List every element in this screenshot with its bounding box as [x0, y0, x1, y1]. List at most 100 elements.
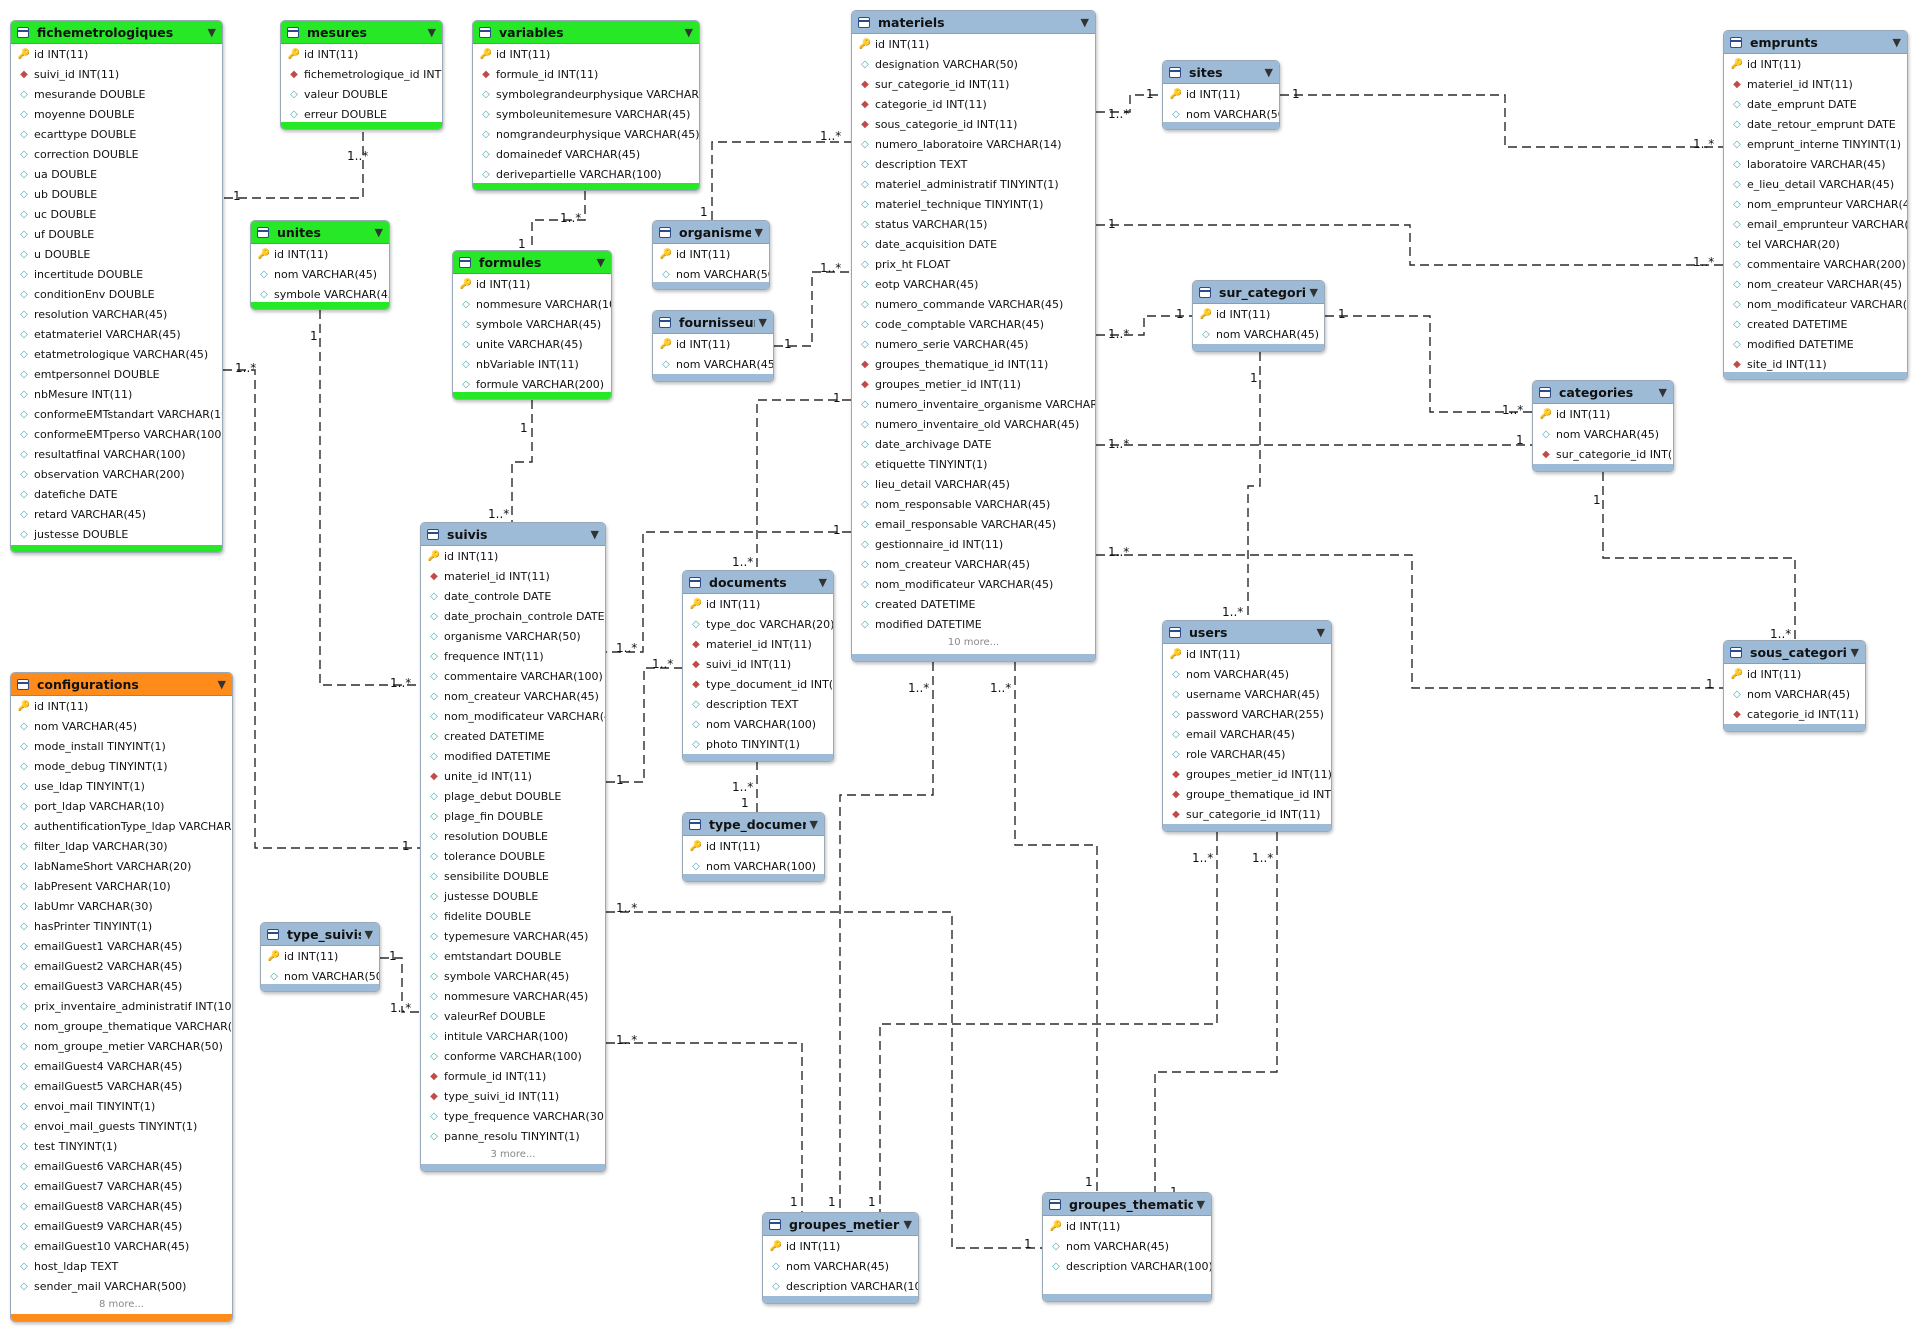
column-row[interactable]: ◆materiel_id INT(11) — [683, 634, 833, 654]
column-row[interactable]: ◇observation VARCHAR(200) — [11, 464, 222, 484]
column-row[interactable]: ◇status VARCHAR(15) — [852, 214, 1095, 234]
column-row[interactable]: ◇nom_groupe_metier VARCHAR(50) — [11, 1036, 232, 1056]
column-row[interactable]: ◇description TEXT — [683, 694, 833, 714]
column-row[interactable]: ◇email_responsable VARCHAR(45) — [852, 514, 1095, 534]
collapse-triangle-icon[interactable]: ▼ — [1080, 15, 1089, 29]
column-row[interactable]: ◆formule_id INT(11) — [421, 1066, 605, 1086]
column-row[interactable]: ◇use_ldap TINYINT(1) — [11, 776, 232, 796]
column-row[interactable]: ◇nom VARCHAR(45) — [251, 264, 389, 284]
column-row[interactable]: ◇nomgrandeurphysique VARCHAR(45) — [473, 124, 699, 144]
column-row[interactable]: ◆groupe_thematique_id INT(11) — [1163, 784, 1331, 804]
table-formules[interactable]: formules▼🔑id INT(11)◇nommesure VARCHAR(1… — [452, 250, 612, 400]
column-row[interactable]: ◆groupes_thematique_id INT(11) — [852, 354, 1095, 374]
column-row[interactable]: ◇labNameShort VARCHAR(20) — [11, 856, 232, 876]
table-header[interactable]: mesures▼ — [281, 21, 442, 44]
table-header[interactable]: unites▼ — [251, 221, 389, 244]
column-row[interactable]: 🔑id INT(11) — [453, 274, 611, 294]
column-row[interactable]: ◇role VARCHAR(45) — [1163, 744, 1331, 764]
column-row[interactable]: 🔑id INT(11) — [281, 44, 442, 64]
column-row[interactable]: ◇typemesure VARCHAR(45) — [421, 926, 605, 946]
column-row[interactable]: ◇nom VARCHAR(45) — [763, 1256, 918, 1276]
collapse-triangle-icon[interactable]: ▼ — [217, 677, 226, 691]
column-row[interactable]: ◇nom VARCHAR(100) — [683, 714, 833, 734]
column-row[interactable]: ◇sensibilite DOUBLE — [421, 866, 605, 886]
column-row[interactable]: ◇conditionEnv DOUBLE — [11, 284, 222, 304]
column-row[interactable]: ◇created DATETIME — [1724, 314, 1907, 334]
collapse-triangle-icon[interactable]: ▼ — [818, 575, 827, 589]
column-row[interactable]: ◇nom_createur VARCHAR(45) — [1724, 274, 1907, 294]
column-row[interactable]: ◇retard VARCHAR(45) — [11, 504, 222, 524]
column-row[interactable]: ◇emprunt_interne TINYINT(1) — [1724, 134, 1907, 154]
column-row[interactable]: ◆fichemetrologique_id INT(11) — [281, 64, 442, 84]
table-header[interactable]: sites▼ — [1163, 61, 1279, 84]
column-row[interactable]: 🔑id INT(11) — [653, 244, 769, 264]
more-columns-label[interactable]: 8 more... — [99, 1299, 144, 1310]
table-header[interactable]: variables▼ — [473, 21, 699, 44]
column-row[interactable]: ◇nom_emprunteur VARCHAR(45) — [1724, 194, 1907, 214]
table-header[interactable]: groupes_metiers▼ — [763, 1213, 918, 1236]
column-row[interactable]: 🔑id INT(11) — [763, 1236, 918, 1256]
column-row[interactable]: ◆sous_categorie_id INT(11) — [852, 114, 1095, 134]
column-row[interactable]: ◇designation VARCHAR(50) — [852, 54, 1095, 74]
column-row[interactable]: ◆type_suivi_id INT(11) — [421, 1086, 605, 1106]
column-row[interactable]: ◇nbVariable INT(11) — [453, 354, 611, 374]
column-row[interactable]: ◇nom VARCHAR(45) — [11, 716, 232, 736]
column-row[interactable]: ◇materiel_technique TINYINT(1) — [852, 194, 1095, 214]
column-row[interactable]: ◇etatmateriel VARCHAR(45) — [11, 324, 222, 344]
column-row[interactable]: ◇host_ldap TEXT — [11, 1256, 232, 1276]
table-mesures[interactable]: mesures▼🔑id INT(11)◆fichemetrologique_id… — [280, 20, 443, 130]
column-row[interactable]: ◇authentificationType_ldap VARCHAR(30) — [11, 816, 232, 836]
column-row[interactable]: ◇date_emprunt DATE — [1724, 94, 1907, 114]
column-row[interactable]: ◇nom VARCHAR(45) — [1724, 684, 1865, 704]
column-row[interactable]: ◇nom_modificateur VARCHAR(45) — [421, 706, 605, 726]
column-row[interactable]: ◆sur_categorie_id INT(11) — [1163, 804, 1331, 824]
collapse-triangle-icon[interactable]: ▼ — [374, 225, 383, 239]
collapse-triangle-icon[interactable]: ▼ — [1892, 35, 1901, 49]
column-row[interactable]: 🔑id INT(11) — [653, 334, 773, 354]
column-row[interactable]: ◇intitule VARCHAR(100) — [421, 1026, 605, 1046]
column-row[interactable]: ◇commentaire VARCHAR(200) — [1724, 254, 1907, 274]
column-row[interactable]: ◇etatmetrologique VARCHAR(45) — [11, 344, 222, 364]
column-row[interactable]: 🔑id INT(11) — [11, 696, 232, 716]
table-header[interactable]: materiels▼ — [852, 11, 1095, 34]
column-row[interactable]: ◇email VARCHAR(45) — [1163, 724, 1331, 744]
column-row[interactable]: ◇type_frequence VARCHAR(30) — [421, 1106, 605, 1126]
column-row[interactable]: ◇formule VARCHAR(200) — [453, 374, 611, 394]
column-row[interactable]: ◇resolution VARCHAR(45) — [11, 304, 222, 324]
collapse-triangle-icon[interactable]: ▼ — [1850, 645, 1859, 659]
column-row[interactable]: ◆unite_id INT(11) — [421, 766, 605, 786]
column-row[interactable]: ◇nommesure VARCHAR(45) — [421, 986, 605, 1006]
column-row[interactable]: ◇u DOUBLE — [11, 244, 222, 264]
column-row[interactable]: ◇nom_modificateur VARCHAR(45) — [852, 574, 1095, 594]
column-row[interactable]: ◇nom VARCHAR(50) — [1163, 104, 1279, 124]
column-row[interactable]: ◇nommesure VARCHAR(100) — [453, 294, 611, 314]
column-row[interactable]: ◇nom VARCHAR(50) — [261, 966, 379, 986]
table-header[interactable]: fichemetrologiques▼ — [11, 21, 222, 44]
column-row[interactable]: ◇date_prochain_controle DATE — [421, 606, 605, 626]
column-row[interactable]: ◇email_emprunteur VARCHAR(45) — [1724, 214, 1907, 234]
column-row[interactable]: ◇nom_modificateur VARCHAR(45) — [1724, 294, 1907, 314]
collapse-triangle-icon[interactable]: ▼ — [1316, 625, 1325, 639]
column-row[interactable]: ◇valeur DOUBLE — [281, 84, 442, 104]
column-row[interactable]: 🔑id INT(11) — [683, 594, 833, 614]
column-row[interactable]: ◇date_acquisition DATE — [852, 234, 1095, 254]
column-row[interactable]: ◇ub DOUBLE — [11, 184, 222, 204]
table-header[interactable]: organismes▼ — [653, 221, 769, 244]
column-row[interactable]: ◇password VARCHAR(255) — [1163, 704, 1331, 724]
column-row[interactable]: ◇symbole VARCHAR(45) — [421, 966, 605, 986]
column-row[interactable]: 🔑id INT(11) — [1163, 644, 1331, 664]
column-row[interactable]: 🔑id INT(11) — [261, 946, 379, 966]
column-row[interactable]: ◇filter_ldap VARCHAR(30) — [11, 836, 232, 856]
table-documents[interactable]: documents▼🔑id INT(11)◇type_doc VARCHAR(2… — [682, 570, 834, 762]
column-row[interactable]: ◆categorie_id INT(11) — [852, 94, 1095, 114]
table-fournisseurs[interactable]: fournisseurs▼🔑id INT(11)◇nom VARCHAR(45) — [652, 310, 774, 382]
column-row[interactable]: ◇modified DATETIME — [421, 746, 605, 766]
column-row[interactable]: ◇uf DOUBLE — [11, 224, 222, 244]
column-row[interactable]: ◇plage_fin DOUBLE — [421, 806, 605, 826]
column-row[interactable]: ◇emailGuest9 VARCHAR(45) — [11, 1216, 232, 1236]
column-row[interactable]: ◇labPresent VARCHAR(10) — [11, 876, 232, 896]
column-row[interactable]: ◇code_comptable VARCHAR(45) — [852, 314, 1095, 334]
column-row[interactable]: ◇resolution DOUBLE — [421, 826, 605, 846]
column-row[interactable]: ◇type_doc VARCHAR(20) — [683, 614, 833, 634]
column-row[interactable]: ◇plage_debut DOUBLE — [421, 786, 605, 806]
